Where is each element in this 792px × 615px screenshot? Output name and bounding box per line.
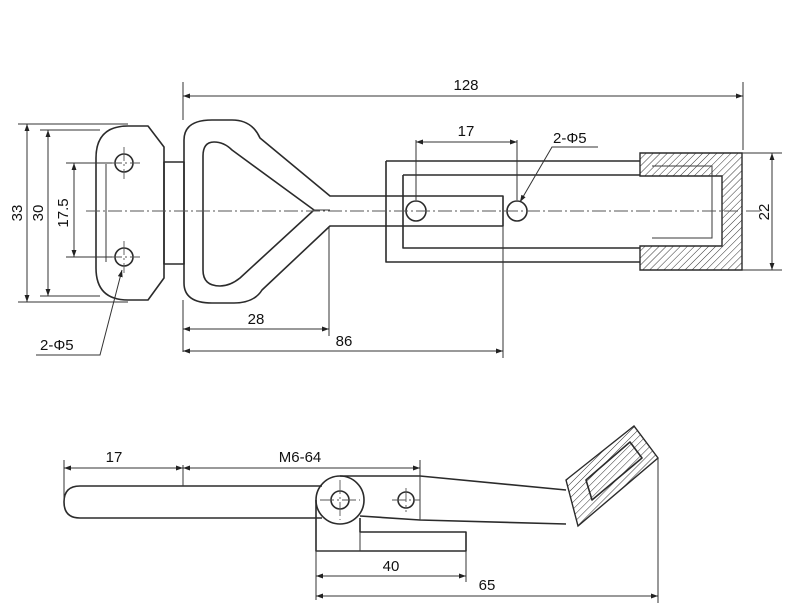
label-base-length: 40 [383,558,400,575]
leader-base-hole: 2-Φ5 [36,269,123,356]
dim-overall-length: 128 [182,77,744,150]
top-view: 128 17 2-Φ5 33 30 17.5 [9,77,782,358]
dim-base-height-outer: 33 [9,123,128,303]
label-overall-length: 128 [453,77,478,94]
label-total-length: 65 [479,577,496,594]
label-handle-width: 28 [248,311,265,328]
side-arm [340,475,567,525]
label-hook-hole-note: 2-Φ5 [553,130,587,147]
label-handle-tail: 17 [106,449,123,466]
label-base-hole-spacing: 17.5 [55,198,72,227]
dim-base-length: 40 [315,551,467,600]
label-base-height-inner: 30 [30,205,47,222]
dim-handle-width: 28 [182,226,330,352]
dim-handle-tail: 17 [63,449,183,500]
dim-slot-offset: 17 [415,123,518,200]
side-base [315,500,467,552]
side-hook-profile [565,425,659,528]
dim-hook-height: 22 [742,152,782,271]
dim-thread-spec: M6-64 [183,449,421,476]
base-plate [95,125,185,301]
label-base-height-outer: 33 [9,205,26,222]
dim-base-hole-spacing: 17.5 [55,162,112,258]
handle-rod [63,485,322,519]
hook-profile [639,152,743,271]
dim-total-length: 65 [316,458,659,603]
label-to-hole-length: 86 [336,333,353,350]
leader-hook-hole: 2-Φ5 [519,130,598,203]
label-thread-spec: M6-64 [279,449,322,466]
wire-handle [183,119,504,304]
side-view: 17 M6-64 40 65 [63,425,659,603]
hook-arm [385,152,743,271]
label-hook-height: 22 [756,204,773,221]
label-base-hole-note: 2-Φ5 [40,337,74,354]
dim-to-hole-length: 86 [183,226,504,358]
label-slot-offset: 17 [458,123,475,140]
dim-base-height-inner: 30 [30,129,100,297]
